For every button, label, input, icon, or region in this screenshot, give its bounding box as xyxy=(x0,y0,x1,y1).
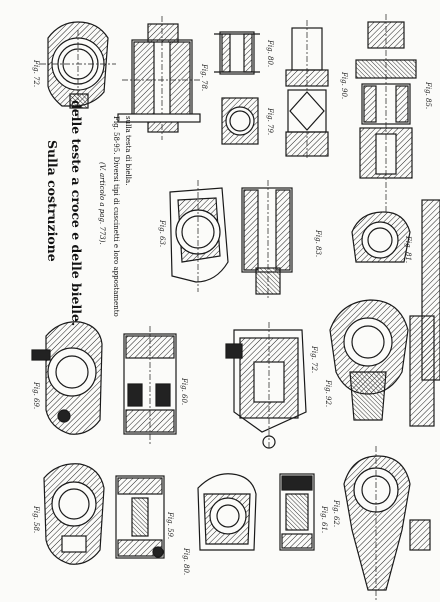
fig-72b-drawing xyxy=(225,322,307,450)
fig-80a-drawing xyxy=(214,31,260,75)
fig-label-61: Fig. 61. xyxy=(320,506,328,534)
fig-label-72b: Fig. 72. xyxy=(310,346,318,374)
fig-60-drawing xyxy=(123,326,177,446)
fig-label-62: Fig. 62. xyxy=(332,500,340,528)
fig-90-drawing xyxy=(355,14,417,212)
fig-label-85: Fig. 85. xyxy=(424,82,432,110)
fig-63-drawing xyxy=(169,180,229,292)
fig-label-80a: Fig. 80. xyxy=(266,40,274,68)
fig-label-78: Fig. 78. xyxy=(200,64,208,92)
plate-caption-line1: Fig. 58-95. Diversi tipi di cuscinetti e… xyxy=(112,116,120,317)
fig-label-60: Fig. 60. xyxy=(180,378,188,406)
fig-58-drawing xyxy=(43,463,105,565)
fig-59-drawing xyxy=(115,475,165,559)
fig-92-drawing xyxy=(329,299,435,427)
fig-69-drawing xyxy=(31,321,103,435)
fig-label-81: Fig. 81. xyxy=(404,236,412,264)
fig-label-63: Fig. 63. xyxy=(158,220,166,248)
fig-83-drawing xyxy=(241,180,293,300)
fig-label-90: Fig. 90. xyxy=(340,72,348,100)
plate-title-line1: Sulla costruzione xyxy=(45,140,60,262)
fig-label-83: Fig. 83. xyxy=(314,230,322,258)
fig-61-drawing xyxy=(279,473,315,551)
fig-label-79: Fig. 79. xyxy=(266,108,274,136)
fig-label-80b: Fig. 80. xyxy=(182,548,190,576)
fig-label-92: Fig. 92. xyxy=(324,380,332,408)
fig-80b-top-drawing xyxy=(285,20,329,158)
fig-label-69: Fig. 69. xyxy=(32,382,40,410)
plate-title-line2: delle teste a croce e delle bielle. xyxy=(69,100,84,327)
fig-72a-drawing xyxy=(40,21,116,120)
fig-78-drawing xyxy=(117,16,201,140)
fig-79-drawing xyxy=(221,97,259,145)
fig-80b-drawing xyxy=(197,473,257,551)
fig-label-59: Fig. 59. xyxy=(166,512,174,540)
fig-81-drawing xyxy=(351,211,411,263)
plate-caption-line2: sulla testa di biella. xyxy=(124,116,132,186)
fig-62-drawing xyxy=(343,446,431,600)
fig-label-72a: Fig. 72. xyxy=(32,60,40,88)
fig-label-58: Fig. 58. xyxy=(32,506,40,534)
plate-reference: (V. articolo a pag. 773). xyxy=(98,162,106,245)
